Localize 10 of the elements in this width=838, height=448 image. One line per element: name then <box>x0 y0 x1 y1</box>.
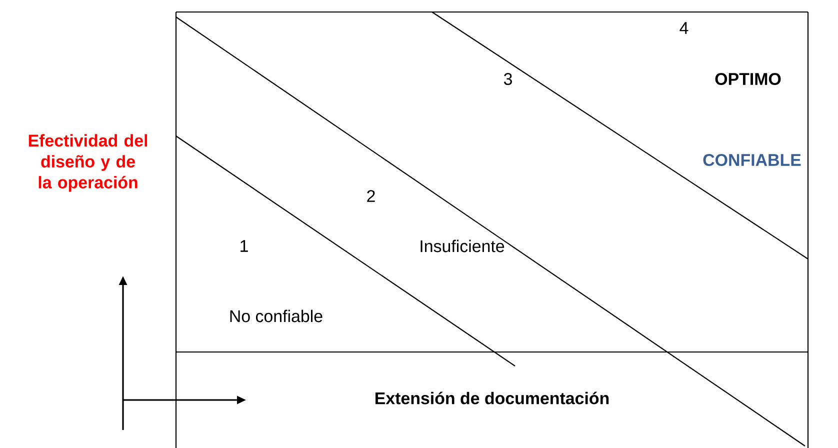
zone-number: 2 <box>367 190 375 202</box>
zone-label: OPTIMO <box>715 73 781 85</box>
zone-number: 3 <box>504 73 512 85</box>
zone-number: 4 <box>680 22 688 34</box>
axis-label: Efectividad del diseño y de la operación <box>28 134 148 192</box>
axis-label: Extensión de documentación <box>376 392 609 404</box>
zone-label: CONFIABLE <box>703 154 801 166</box>
zone-label: No confiable <box>230 310 322 322</box>
zone-number: 1 <box>240 240 248 252</box>
zone-label: Insuficiente <box>420 240 504 252</box>
